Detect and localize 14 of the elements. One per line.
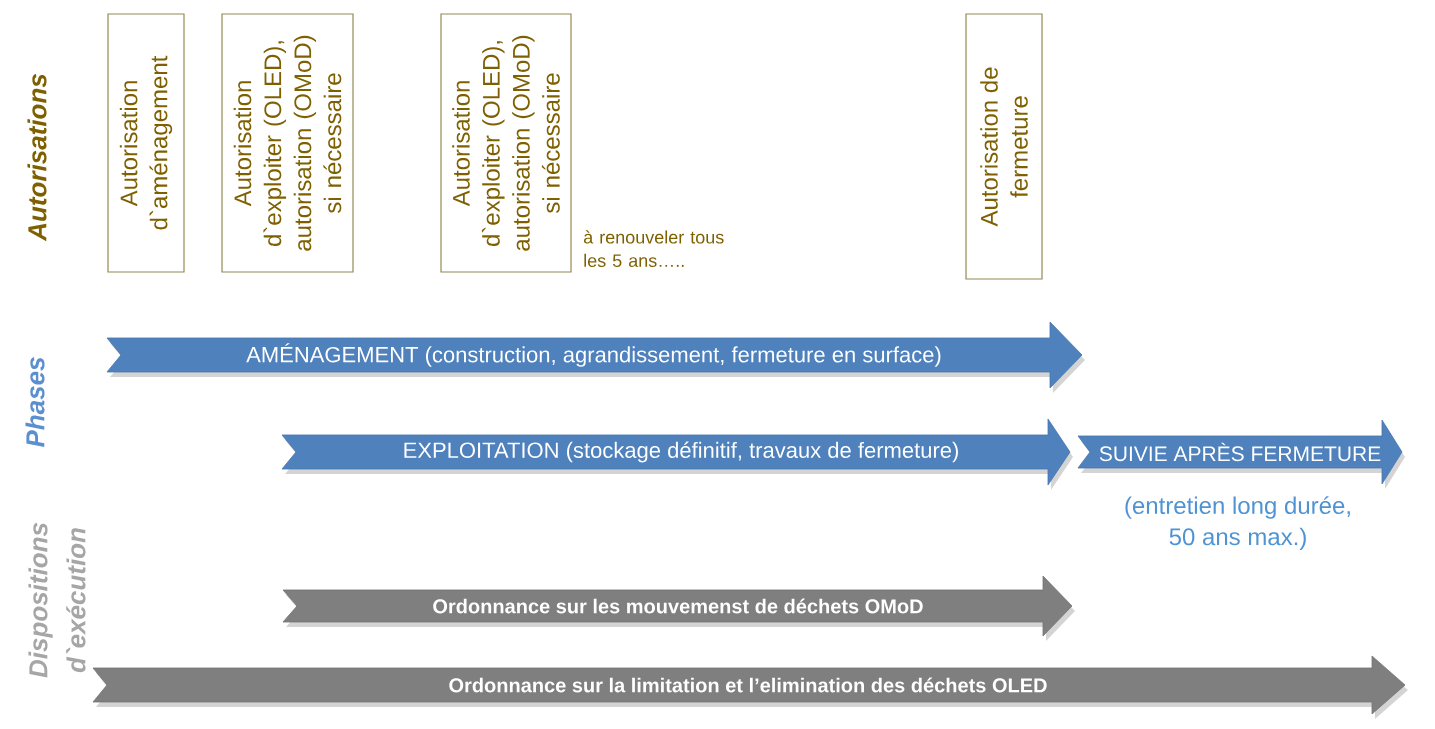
row-label: Phases xyxy=(25,357,45,448)
arrow-banner: Ordonnance sur la limitation et l’elimination des déchets OLED xyxy=(92,655,1408,719)
authorization-box: Autorisation d`exploiter (OLED), autorisation (OMoD) si nécessaire xyxy=(221,13,354,273)
row-label: Autorisations xyxy=(27,74,47,242)
row-label: Dispositions d`exécution xyxy=(28,522,86,678)
arrow-banner: EXPLOITATION (stockage définitif, travaux de fermeture) xyxy=(281,418,1073,490)
arrow-banner: Ordonnance sur les mouvemenst de déchets OMoD xyxy=(282,575,1075,641)
side-note: (entretien long durée, 50 ans max.) xyxy=(1125,496,1350,551)
authorization-box: Autorisation de fermeture xyxy=(965,13,1043,280)
side-note: à renouveler tous les 5 ans….. xyxy=(584,230,724,267)
authorization-box: Autorisation d`aménagement xyxy=(107,13,185,273)
arrow-banner: SUIVIE APRÈS FERMETURE xyxy=(1077,419,1405,489)
authorization-box: Autorisation d`exploiter (OLED), autorisation (OMoD) si nécessaire xyxy=(440,13,572,273)
arrow-banner: AMÉNAGEMENT (construction, agrandissement, fermeture en surface) xyxy=(106,321,1085,393)
